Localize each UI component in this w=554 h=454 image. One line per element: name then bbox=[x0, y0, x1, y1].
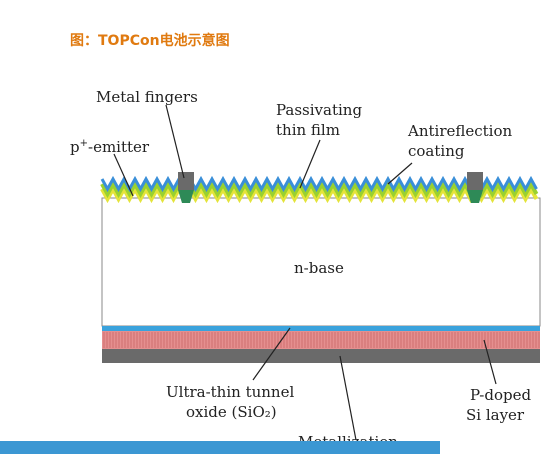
pdoped-texture bbox=[103, 332, 540, 348]
leader-tunnel-oxide bbox=[252, 327, 291, 381]
leader-metallization bbox=[339, 355, 357, 441]
label-n-base: n-base bbox=[294, 259, 344, 277]
label-passivating-film-2: thin film bbox=[276, 121, 340, 139]
label-pdoped-2: Si layer bbox=[466, 406, 525, 424]
leader-passivating bbox=[299, 139, 321, 189]
front-textured-layers bbox=[100, 175, 539, 204]
label-antireflection-2: coating bbox=[408, 142, 465, 160]
bottom-accent-bar bbox=[0, 441, 440, 454]
figure-title: 图：TOPCon电池示意图 bbox=[70, 33, 230, 49]
tunnel-oxide-layer bbox=[102, 326, 540, 331]
metal-finger-right bbox=[467, 172, 483, 190]
label-emitter: p+-emitter bbox=[70, 138, 149, 157]
antireflection-layer bbox=[100, 175, 538, 193]
pdoped-si-layer bbox=[102, 331, 540, 349]
label-metal-fingers: Metal fingers bbox=[96, 88, 198, 106]
label-pdoped-1: P-doped bbox=[470, 386, 532, 404]
label-emitter-rest: -emitter bbox=[88, 138, 150, 156]
label-emitter-sup: + bbox=[79, 138, 88, 149]
finger-contact-left bbox=[178, 190, 194, 203]
emitter-layer bbox=[100, 184, 539, 204]
label-emitter-base: p bbox=[70, 138, 80, 156]
finger-contact-right bbox=[467, 190, 483, 203]
metal-finger-left bbox=[178, 172, 194, 190]
metallization-layer bbox=[102, 349, 540, 363]
label-antireflection-1: Antireflection bbox=[408, 122, 513, 140]
label-tunnel-oxide-2: oxide (SiO₂) bbox=[186, 403, 277, 421]
leader-pdoped bbox=[483, 339, 497, 385]
label-tunnel-oxide-1: Ultra-thin tunnel bbox=[166, 383, 295, 401]
leader-antireflection bbox=[387, 162, 413, 185]
leader-metal-fingers bbox=[165, 104, 185, 179]
n-base-region bbox=[101, 197, 541, 327]
label-passivating-film-1: Passivating bbox=[276, 101, 363, 119]
leader-emitter bbox=[113, 153, 134, 197]
passivating-layer bbox=[100, 179, 539, 199]
